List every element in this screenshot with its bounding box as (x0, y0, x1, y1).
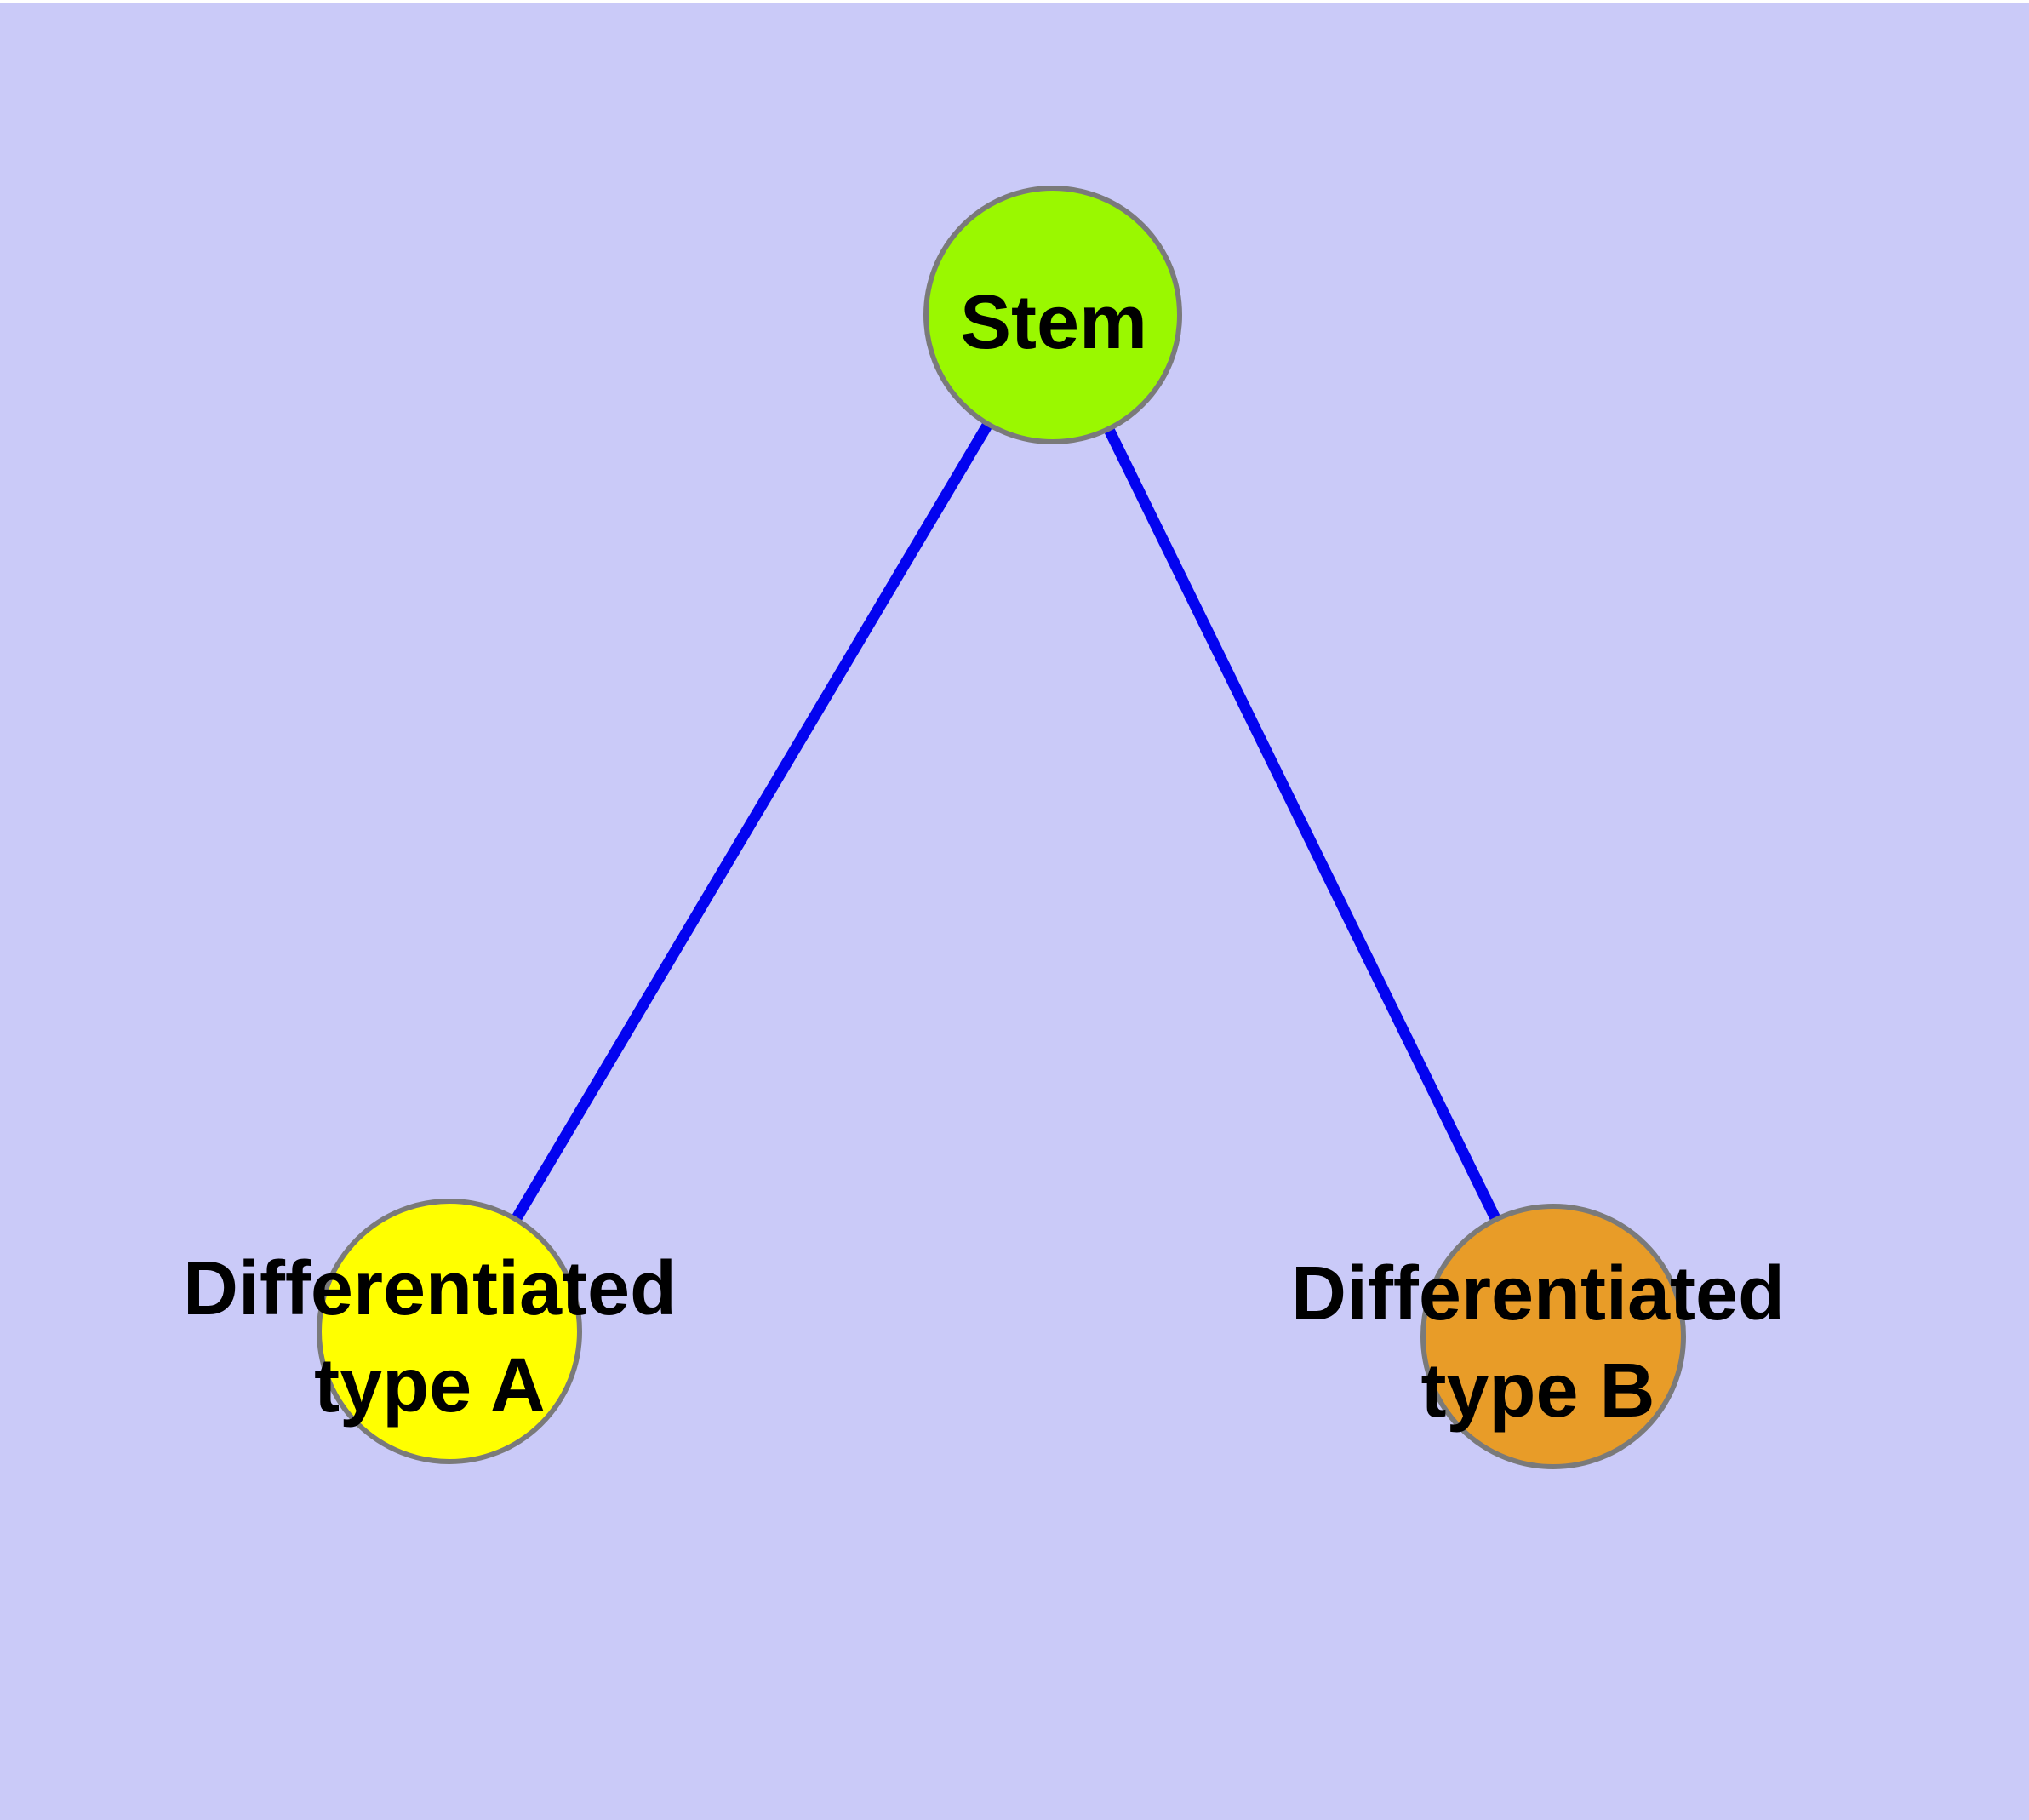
node-typeB-circle (1420, 1204, 1686, 1469)
nodes-layer (317, 186, 1686, 1469)
edges-layer (444, 312, 1558, 1339)
top-border-strip (0, 0, 2029, 3)
edge-stem-typeA (444, 312, 1058, 1335)
node-stem-circle (923, 186, 1182, 444)
edge-stem-typeB (1048, 312, 1558, 1339)
node-typeA-circle (317, 1199, 582, 1464)
node-stem-label: Stem (960, 280, 1147, 365)
